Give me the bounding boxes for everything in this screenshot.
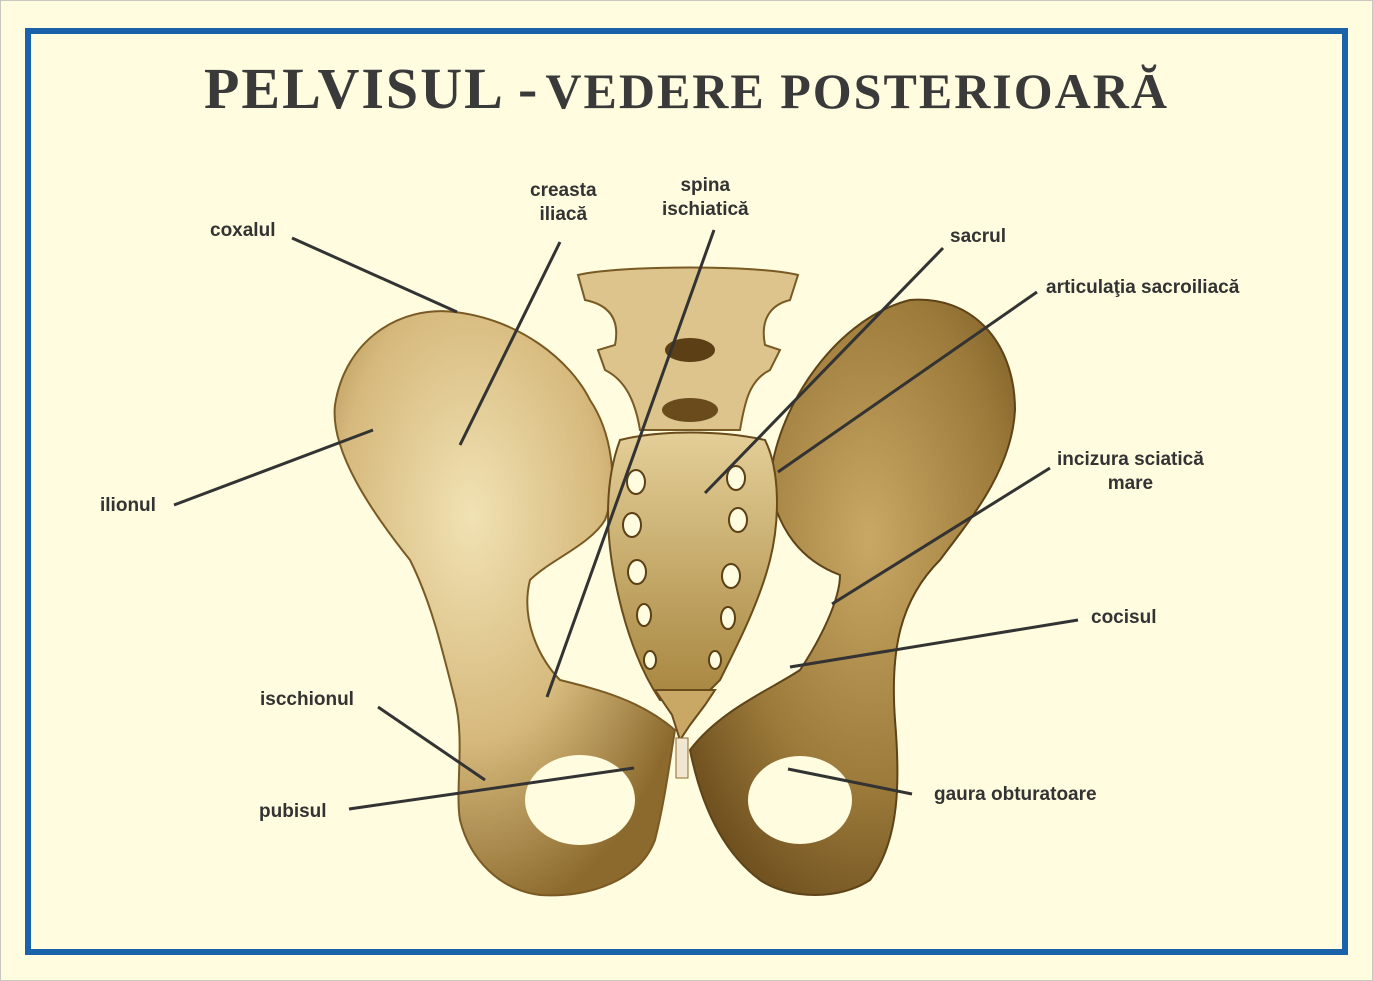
leader-lines xyxy=(173,229,1079,811)
label-ilionul: ilionul xyxy=(100,495,156,516)
label-iscchionul: iscchionul xyxy=(260,689,354,710)
sacrum xyxy=(607,431,778,701)
label-spina-ischiatica: spina ischiatică xyxy=(662,174,749,222)
label-spina-line2: ischiatică xyxy=(662,199,749,220)
pubic-symphysis xyxy=(675,737,689,779)
label-gaura-obturatoare: gaura obturatoare xyxy=(934,784,1097,805)
coccyx xyxy=(653,689,717,743)
label-creasta-line2: iliacă xyxy=(539,204,588,225)
title-part2: VEDERE POSTERIOARĂ xyxy=(545,63,1169,119)
title-part1: PELVISUL - xyxy=(204,56,540,121)
label-creasta-line1: creasta xyxy=(530,180,597,201)
diagram-title: PELVISUL - VEDERE POSTERIOARĂ xyxy=(0,55,1373,122)
label-coxalul: coxalul xyxy=(210,220,276,241)
label-spina-line1: spina xyxy=(680,175,731,196)
right-obturator-hole xyxy=(748,756,852,844)
left-hip-bone xyxy=(333,310,677,897)
label-cocisul: cocisul xyxy=(1091,607,1157,628)
label-incizura-sciatica-mare: incizura sciatică mare xyxy=(1057,448,1204,496)
label-incizura-line1: incizura sciatică xyxy=(1057,449,1204,470)
label-sacrul: sacrul xyxy=(950,226,1006,247)
label-incizura-line2: mare xyxy=(1107,473,1154,494)
label-creasta-iliaca: creasta iliacă xyxy=(530,179,597,227)
label-pubisul: pubisul xyxy=(259,801,327,822)
label-articulatia-sacroiliaca: articulaţia sacroiliacă xyxy=(1046,277,1240,298)
left-obturator-hole xyxy=(525,755,635,845)
diagram-frame xyxy=(25,28,1348,955)
right-hip-bone xyxy=(688,298,1017,896)
